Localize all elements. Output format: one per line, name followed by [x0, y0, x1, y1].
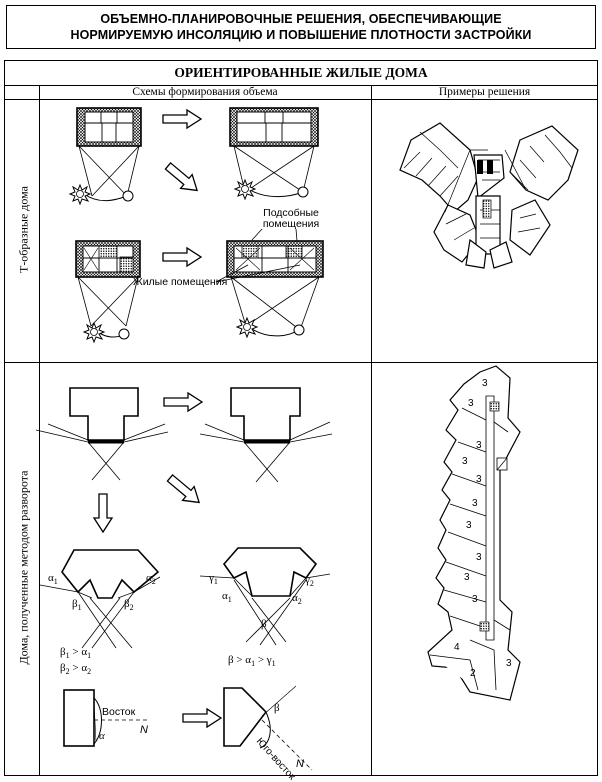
main-table — [4, 60, 598, 776]
rotation-scheme-i — [63, 689, 150, 747]
title-line-1: ОБЪЕМНО-ПЛАНИРОВОЧНЫЕ РЕШЕНИЯ, ОБЕСПЕЧИВ… — [100, 12, 502, 26]
arrow-right-icon — [182, 708, 222, 728]
stair-block — [489, 401, 500, 412]
arrow-diagonal-icon — [163, 470, 206, 510]
room-number: 3 — [468, 398, 474, 409]
beta-2-label: β2 — [124, 598, 134, 613]
room-number: 2 — [470, 668, 476, 679]
section-title-divider — [4, 85, 598, 86]
t-scheme-c — [75, 240, 141, 340]
east-label: Восток — [102, 706, 136, 718]
room-number: 3 — [476, 474, 482, 485]
sun-icon — [83, 322, 105, 343]
title-line-2: НОРМИРУЕМУЮ ИНСОЛЯЦИЮ И ПОВЫШЕНИЕ ПЛОТНО… — [70, 28, 532, 42]
sun-icon — [69, 184, 91, 205]
lift-cross — [496, 457, 508, 471]
arrow-down-icon — [93, 493, 113, 533]
beta-label: β — [261, 618, 267, 630]
room-number: 3 — [476, 440, 482, 451]
auxiliary-rooms-label: Подсобные помещения — [256, 208, 326, 230]
living-rooms-label: Жилые помещения — [133, 276, 228, 288]
beta-label-j: β — [274, 702, 280, 714]
room-number: 3 — [462, 456, 468, 467]
example-t-plan — [399, 122, 579, 269]
examples-column-divider — [371, 85, 372, 776]
alpha-2-label: α2 — [146, 572, 156, 587]
elevator-block — [477, 160, 483, 174]
room-number: 3 — [506, 658, 512, 669]
arrow-diagonal-icon — [161, 158, 204, 198]
title-box: ОБЪЕМНО-ПЛАНИРОВОЧНЫЕ РЕШЕНИЯ, ОБЕСПЕЧИВ… — [6, 5, 596, 49]
gamma-2-label: γ2 — [305, 574, 314, 589]
inequality-beta-alpha: β1 > α1 β2 > α2 — [60, 646, 92, 677]
t-scheme-d — [226, 240, 324, 337]
rotation-scheme-h — [199, 547, 331, 646]
stair-block — [482, 199, 492, 219]
row-divider — [4, 362, 598, 363]
elevator-block — [487, 160, 493, 174]
arrow-right-icon — [162, 109, 202, 129]
room-number: 3 — [466, 520, 472, 531]
column-header-schemes: Схемы формирования объема — [132, 86, 278, 98]
arrow-right-icon — [162, 247, 202, 267]
column-header-examples: Примеры решения — [438, 86, 531, 98]
room-number: 3 — [482, 378, 488, 389]
sun-icon — [236, 317, 258, 338]
alpha-1-label-h: α1 — [222, 590, 232, 605]
t-scheme-b — [229, 107, 319, 198]
room-number: 3 — [472, 498, 478, 509]
auxiliary-rooms-line-1: Подсобные — [263, 207, 319, 219]
room-number: 3 — [476, 552, 482, 563]
example-rotation-plan — [427, 365, 521, 701]
rotation-scheme-j — [223, 685, 313, 771]
section-title: ОРИЕНТИРОВАННЫЕ ЖИЛЫЕ ДОМА — [174, 64, 428, 80]
alpha-2-label-h: α2 — [292, 592, 302, 607]
t-scheme-a — [76, 107, 142, 202]
stair-block — [479, 621, 490, 632]
rotation-scheme-f — [199, 387, 333, 483]
arrow-right-icon — [163, 392, 203, 412]
room-number: 3 — [464, 572, 470, 583]
alpha-1-label: α1 — [48, 572, 58, 587]
north-label-i: N — [140, 724, 148, 736]
beta-1-label: β1 — [72, 598, 82, 613]
room-number: 3 — [472, 594, 478, 605]
inequality-beta-alpha-gamma: β > α1 > γ1 — [228, 654, 276, 669]
header-divider — [4, 99, 598, 100]
rotation-scheme-g — [39, 549, 161, 649]
room-number: 4 — [454, 642, 460, 653]
rotation-scheme-e — [35, 387, 169, 481]
auxiliary-rooms-line-2: помещения — [262, 218, 320, 230]
north-label-j: N — [296, 758, 304, 770]
gamma-1-label: γ1 — [209, 572, 218, 587]
sun-icon — [234, 179, 256, 200]
alpha-label-i: α — [99, 730, 105, 742]
